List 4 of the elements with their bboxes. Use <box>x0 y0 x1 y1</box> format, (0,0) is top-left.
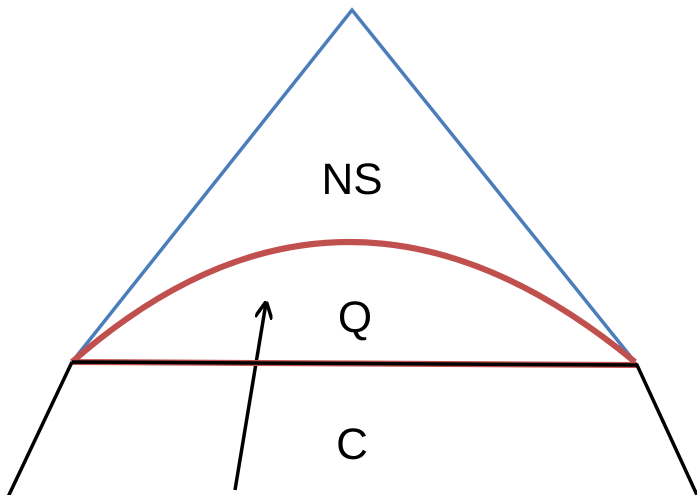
region-label: C <box>336 420 368 470</box>
region-label: Q <box>338 293 372 343</box>
arrow <box>233 300 274 490</box>
region-label: NS <box>321 155 383 205</box>
